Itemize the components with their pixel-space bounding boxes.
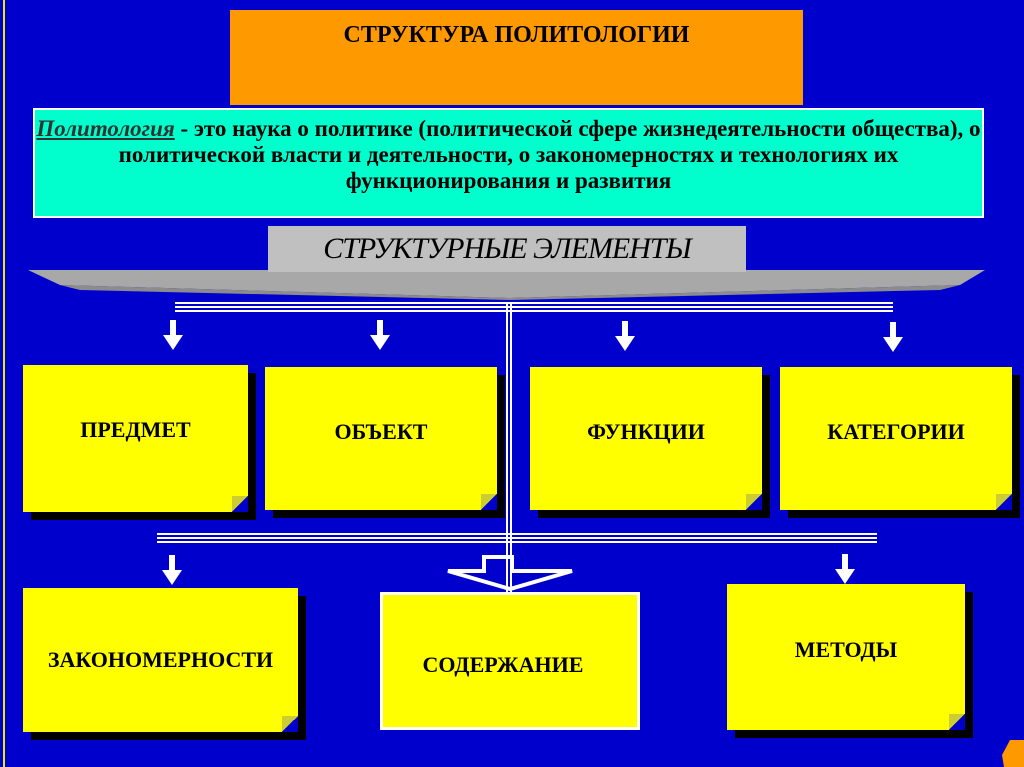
- definition-text: - это наука о политике (политической сфе…: [118, 116, 981, 193]
- vertical-trunk-line: [506, 304, 512, 604]
- left-border-line: [3, 0, 5, 767]
- structure-label: СТРУКТУРНЫЕ ЭЛЕМЕНТЫ: [268, 226, 746, 272]
- card-categories: КАТЕГОРИИ: [780, 367, 1012, 510]
- top-bus-line: [175, 302, 893, 312]
- definition-term: Политология: [36, 116, 175, 141]
- card-laws: ЗАКОНОМЕРНОСТИ: [23, 588, 298, 732]
- title-box: СТРУКТУРА ПОЛИТОЛОГИИ: [230, 10, 803, 105]
- bottom-bus-line: [157, 533, 877, 543]
- structure-label-text: СТРУКТУРНЫЕ ЭЛЕМЕНТЫ: [323, 232, 692, 265]
- definition-box: Политология - это наука о политике (поли…: [33, 108, 984, 218]
- arrow-down-icon: [835, 554, 855, 584]
- arrow-down-icon: [883, 322, 903, 352]
- card-label: ФУНКЦИИ: [587, 418, 705, 444]
- card-content: СОДЕРЖАНИЕ: [380, 592, 640, 730]
- card-functions: ФУНКЦИИ: [530, 367, 762, 510]
- hollow-arrow-down-icon: [447, 555, 573, 592]
- arrow-down-icon: [162, 555, 182, 585]
- arrow-down-icon: [615, 321, 635, 351]
- card-label: КАТЕГОРИИ: [827, 418, 965, 444]
- arrow-down-icon: [163, 320, 183, 350]
- card-label: ОБЪЕКТ: [334, 418, 428, 444]
- card-methods: МЕТОДЫ: [727, 584, 965, 730]
- card-label: ЗАКОНОМЕРНОСТИ: [47, 647, 274, 672]
- card-label: ПРЕДМЕТ: [80, 416, 191, 442]
- banner-arrow: [28, 270, 985, 298]
- card-object: ОБЪЕКТ: [265, 367, 497, 510]
- orange-octagon: [1002, 740, 1024, 767]
- card-label: СОДЕРЖАНИЕ: [422, 652, 584, 677]
- arrow-down-icon: [370, 320, 390, 350]
- card-predmet: ПРЕДМЕТ: [23, 365, 248, 512]
- page-title: СТРУКТУРА ПОЛИТОЛОГИИ: [343, 22, 690, 48]
- card-label: МЕТОДЫ: [794, 637, 898, 662]
